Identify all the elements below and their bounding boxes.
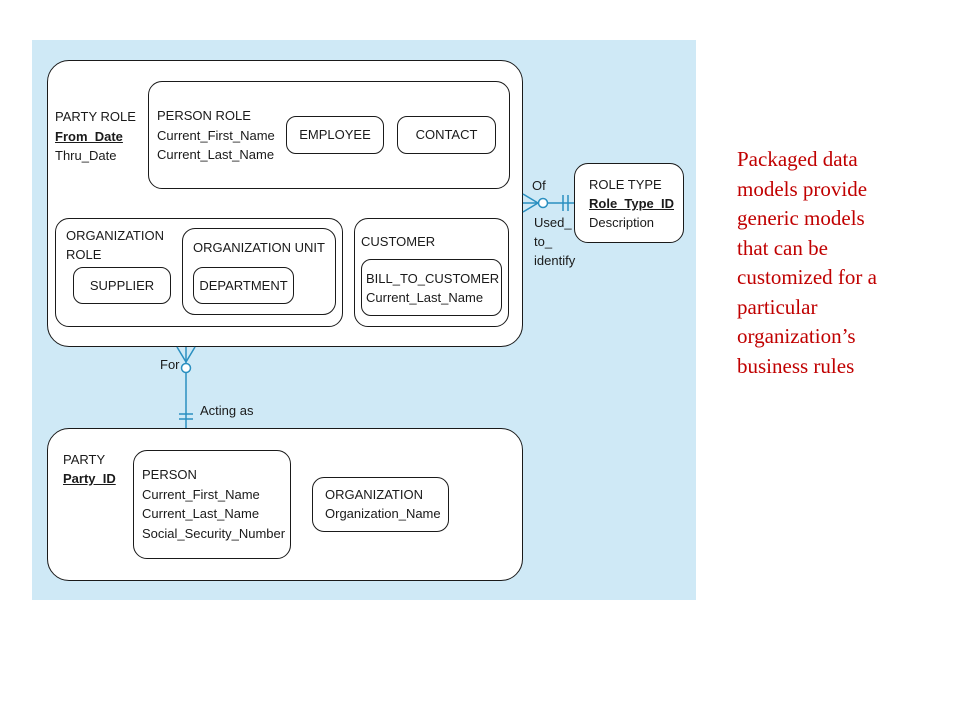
department-name: DEPARTMENT [199, 277, 288, 293]
rel-used-label-3: identify [534, 253, 576, 268]
party-entity: PARTY Party_ID PERSON Current_First_Name… [47, 428, 523, 581]
employee-entity: EMPLOYEE [286, 116, 384, 154]
customer-entity: CUSTOMER BILL_TO_CUSTOMER Current_Last_N… [354, 218, 509, 327]
bill-to-customer-entity: BILL_TO_CUSTOMER Current_Last_Name [361, 259, 502, 316]
rel-acting-label: Acting as [200, 403, 254, 418]
role-type-key: Role_Type_ID [589, 196, 675, 211]
rel-used-label-1: Used_ [534, 215, 572, 230]
person-attr-3: Social_Security_Number [142, 526, 286, 541]
department-entity: DEPARTMENT [193, 267, 294, 304]
person-role-attr-2: Current_Last_Name [157, 147, 275, 162]
person-role-attr-1: Current_First_Name [157, 128, 275, 143]
organization-attr: Organization_Name [325, 506, 441, 521]
person-name: PERSON [142, 467, 197, 482]
role-type-relationship [522, 193, 574, 213]
employee-name: EMPLOYEE [299, 127, 371, 142]
party-key: Party_ID [63, 471, 116, 486]
rel-used-label-2: to_ [534, 234, 553, 249]
organization-role-entity: ORGANIZATION ROLE SUPPLIER ORGANIZATION … [55, 218, 343, 327]
person-role-entity: PERSON ROLE Current_First_Name Current_L… [148, 81, 510, 189]
person-attr-1: Current_First_Name [142, 487, 260, 502]
person-role-name: PERSON ROLE [157, 108, 251, 123]
party-role-key: From_Date [55, 129, 123, 144]
party-role-entity: PARTY ROLE From_Date Thru_Date PERSON RO… [47, 60, 523, 347]
organization-name: ORGANIZATION [325, 487, 423, 502]
party-role-attr: Thru_Date [55, 148, 117, 163]
supplier-name: SUPPLIER [89, 277, 155, 293]
organization-entity: ORGANIZATION Organization_Name [312, 477, 449, 532]
relationship-connectors [176, 193, 574, 428]
party-role-name: PARTY ROLE [55, 109, 136, 124]
rel-of-label: Of [532, 178, 546, 193]
role-type-name: ROLE TYPE [589, 177, 662, 192]
person-entity: PERSON Current_First_Name Current_Last_N… [133, 450, 291, 559]
organization-unit-name: ORGANIZATION UNIT [193, 240, 325, 255]
organization-unit-entity: ORGANIZATION UNIT DEPARTMENT [182, 228, 336, 315]
organization-role-name-1: ORGANIZATION [66, 228, 164, 243]
rel-for-label: For [160, 357, 180, 372]
bill-to-customer-attr: Current_Last_Name [366, 290, 484, 305]
caption-text: Packaged data models provide generic mod… [737, 147, 877, 378]
customer-name: CUSTOMER [361, 234, 436, 249]
er-diagram: PARTY ROLE From_Date Thru_Date PERSON RO… [32, 40, 696, 600]
contact-name: CONTACT [415, 127, 478, 142]
person-attr-2: Current_Last_Name [142, 506, 260, 521]
role-type-attr: Description [589, 215, 655, 230]
organization-role-name-2: ROLE [66, 247, 102, 262]
party-relationship [176, 346, 196, 428]
supplier-entity: SUPPLIER [73, 267, 171, 304]
contact-entity: CONTACT [397, 116, 496, 154]
party-name: PARTY [63, 452, 106, 467]
role-type-entity: ROLE TYPE Role_Type_ID Description [574, 163, 684, 243]
bill-to-customer-name: BILL_TO_CUSTOMER [366, 271, 500, 286]
